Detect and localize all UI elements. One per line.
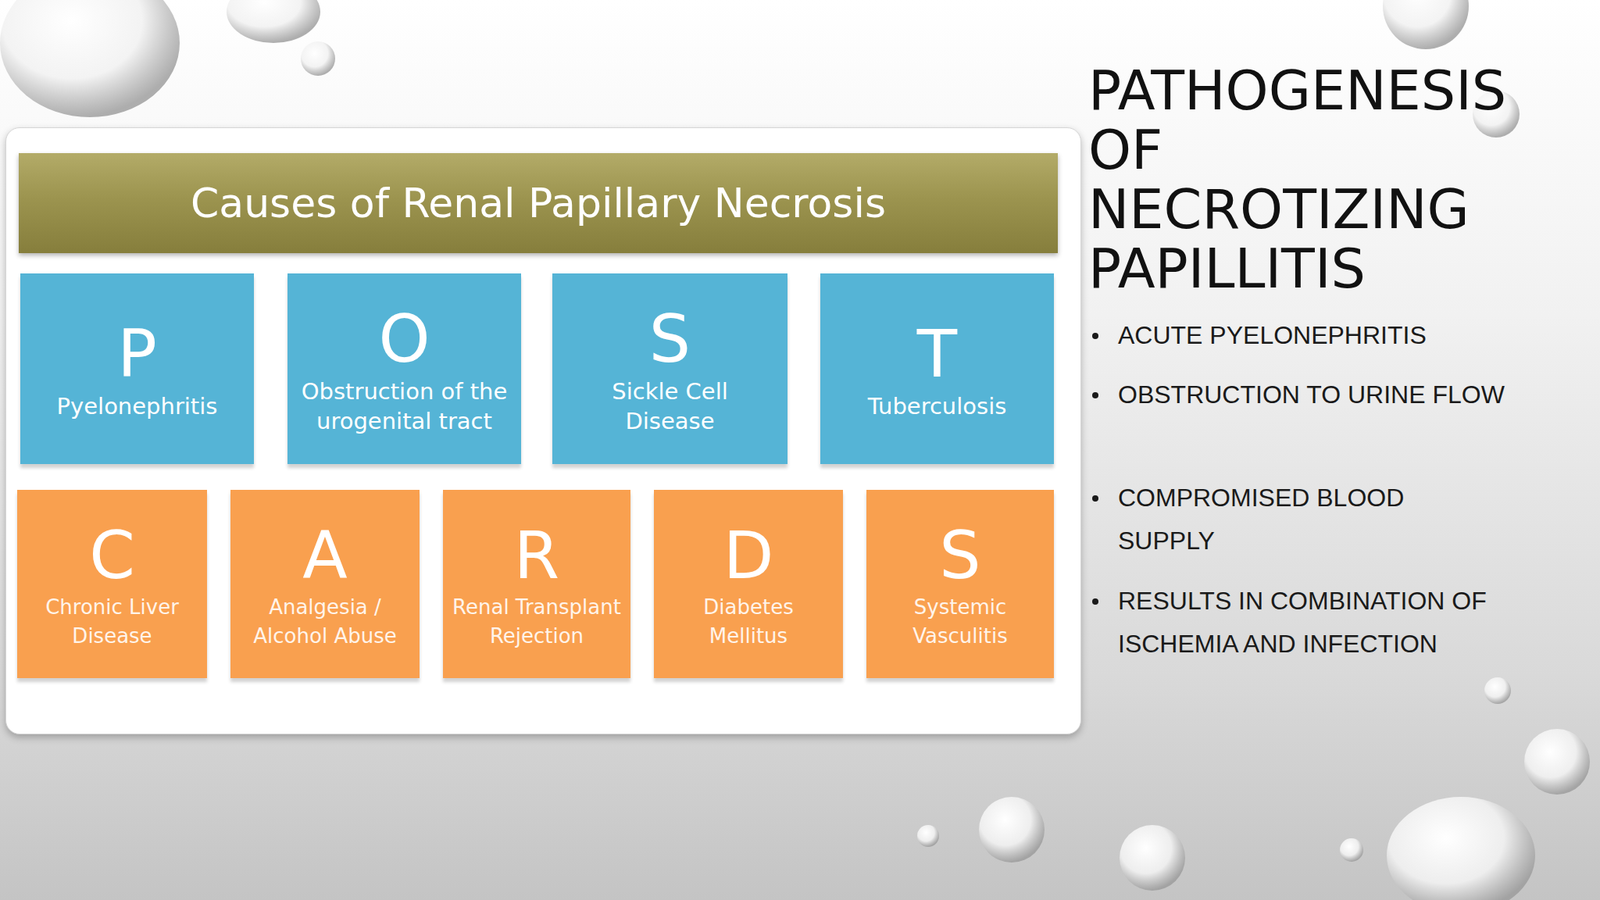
cause-text: Tuberculosis (867, 391, 1008, 422)
slide-title: PATHOGENESIS OF NECROTIZING PAPILLITIS (1088, 60, 1507, 299)
cause-text: Obstruction of the urogenital tract (299, 376, 511, 436)
droplet (226, 0, 321, 43)
cause-text: Analgesia / Alcohol Abuse (246, 592, 404, 651)
droplet (1484, 677, 1511, 704)
bullet-text: OBSTRUCTION TO URINE FLOW (1117, 373, 1517, 417)
bullet-text: RESULTS IN COMBINATION OF ISCHEMIA AND I… (1117, 579, 1517, 666)
bullet-dot (1092, 332, 1099, 340)
droplet (0, 0, 180, 118)
mnemonic-letter: T (917, 316, 958, 392)
droplet (1386, 796, 1536, 900)
droplet (978, 796, 1045, 863)
mnemonic-letter: O (378, 301, 430, 377)
cause-text: Diabetes Mellitus (678, 592, 819, 651)
mnemonic-letter: D (723, 517, 775, 593)
bullet-text: COMPROMISED BLOOD SUPPLY (1117, 476, 1462, 563)
droplet (1339, 838, 1364, 862)
cause-box: PPyelonephritis (20, 273, 254, 465)
bullet-dot (1092, 495, 1099, 502)
header-band: Causes of Renal Papillary Necrosis (18, 153, 1058, 254)
droplet (1524, 728, 1590, 795)
cause-text: Renal Transplant Rejection (449, 592, 625, 651)
cause-box: TTuberculosis (820, 273, 1054, 465)
cause-box: OObstruction of the urogenital tract (287, 273, 522, 465)
mnemonic-letter: S (649, 301, 691, 377)
droplet (917, 825, 940, 847)
mnemonic-letter: R (514, 517, 560, 593)
droplet (300, 41, 336, 76)
cause-box: CChronic Liver Disease (17, 489, 208, 679)
cause-box: DDiabetes Mellitus (653, 489, 843, 679)
cause-text: Chronic Liver Disease (34, 592, 191, 651)
droplet (1382, 0, 1469, 50)
bullet-dot (1092, 392, 1099, 399)
bullet-text: ACUTE PYELONEPHRITIS (1117, 314, 1517, 358)
mnemonic-letter: A (302, 517, 347, 593)
cause-box: SSystemic Vasculitis (866, 489, 1054, 679)
cause-box: RRenal Transplant Rejection (442, 489, 631, 679)
cause-box: AAnalgesia / Alcohol Abuse (230, 489, 420, 679)
cause-text: Systemic Vasculitis (889, 592, 1031, 651)
mnemonic-letter: S (939, 517, 981, 593)
cause-box: SSickle Cell Disease (552, 273, 788, 465)
header-text: Causes of Renal Papillary Necrosis (190, 179, 886, 227)
cause-text: Pyelonephritis (57, 391, 218, 422)
cause-text: Sickle Cell Disease (592, 376, 749, 436)
bullet-dot (1092, 598, 1099, 605)
droplet (1119, 825, 1186, 891)
mnemonic-letter: C (89, 517, 136, 593)
mnemonic-letter: P (117, 316, 158, 392)
